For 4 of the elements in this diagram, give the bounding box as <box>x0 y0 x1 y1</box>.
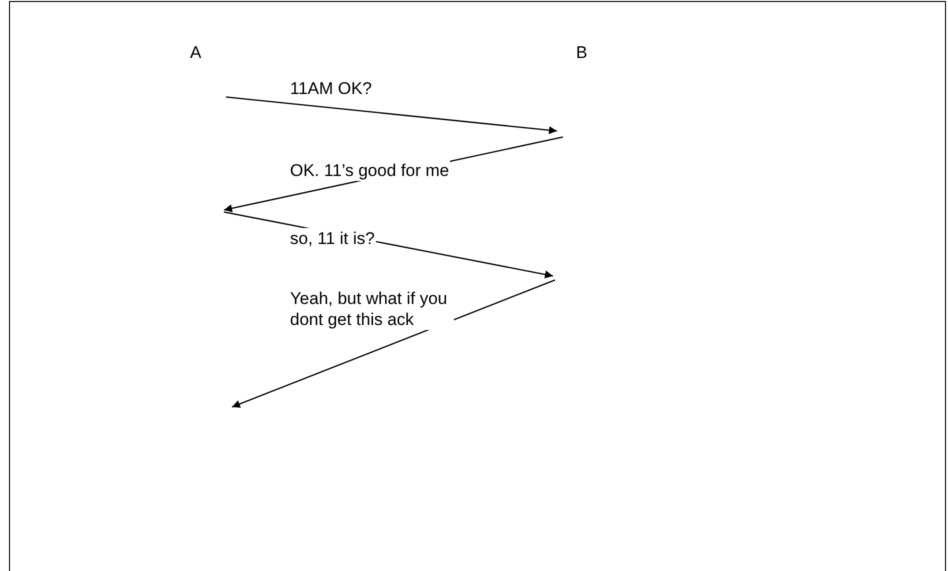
message-label: so, 11 it is? <box>289 228 376 249</box>
participant-label: A <box>190 42 202 64</box>
message-label: OK. 11’s good for me <box>289 160 450 181</box>
participant-label: B <box>576 42 588 64</box>
